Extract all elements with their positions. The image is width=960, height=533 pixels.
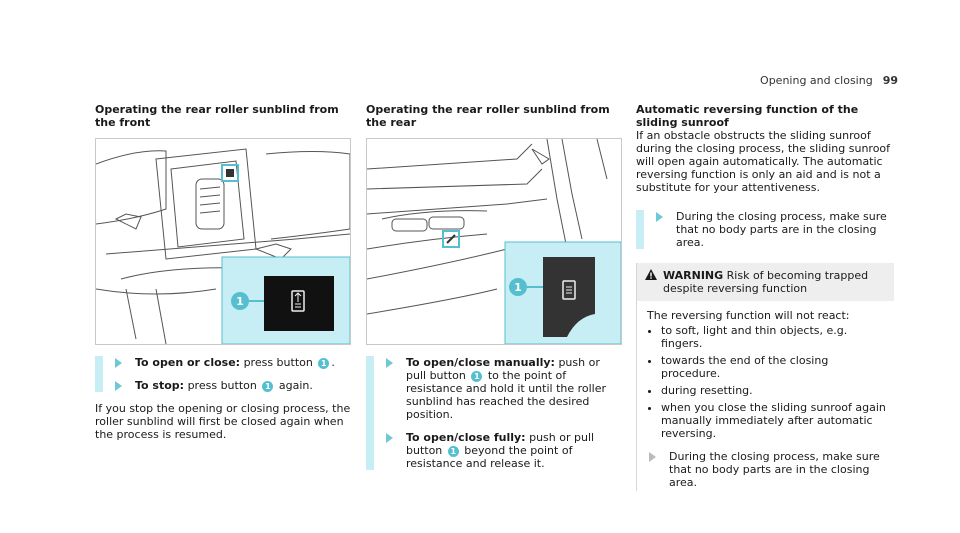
step-text: press button <box>187 379 257 392</box>
warning-body: The reversing function will not react: t… <box>637 301 894 491</box>
list-item: when you close the sliding sunroof again… <box>661 401 886 440</box>
step-arrow-icon <box>115 381 122 391</box>
warning-triangle-icon <box>645 269 657 280</box>
section-title: Opening and closing <box>760 74 873 87</box>
step-label: To open or close: <box>135 356 241 369</box>
steps-block: During the closing process, make sure th… <box>636 210 894 249</box>
step-text: push or pull button <box>406 356 600 382</box>
step-text-end: to the point of resistance and hold it u… <box>406 369 607 421</box>
list-item: towards the end of the closing procedure… <box>661 354 886 380</box>
front-console-drawing: 1 <box>96 148 350 344</box>
button-1-badge: 1 <box>447 446 459 457</box>
step-arrow-icon <box>386 433 393 443</box>
step-stop: To stop: press button 1 again. <box>113 379 351 392</box>
column-reversing: Automatic reversing function of the slid… <box>636 103 894 491</box>
illustration-rear-control: 1 <box>366 138 622 345</box>
step-arrow-icon <box>649 452 656 462</box>
note-text: If you stop the opening or closing proce… <box>95 402 351 441</box>
list-item: during resetting. <box>661 384 886 397</box>
step-arrow-icon <box>656 212 663 222</box>
warning-step: During the closing process, make sure th… <box>647 450 886 489</box>
callout-number: 1 <box>236 295 244 308</box>
step-text-end: again. <box>278 379 313 392</box>
step-manual: To open/close manually: push or pull but… <box>384 356 622 421</box>
section-heading: Operating the rear roller sunblind from … <box>95 103 339 129</box>
section-heading: Operating the rear roller sunblind from … <box>366 103 610 129</box>
step-fully: To open/close fully: push or pull button… <box>384 431 622 470</box>
warning-lead: The reversing function will not react: <box>647 309 850 322</box>
step-label: To open/close fully: <box>406 431 526 444</box>
warning-label: WARNING <box>663 269 724 282</box>
column-rear: Operating the rear roller sunblind from … <box>366 103 622 480</box>
step-label: To stop: <box>135 379 185 392</box>
button-1-badge: 1 <box>471 371 483 382</box>
step-arrow-icon <box>386 358 393 368</box>
intro-text: If an obstacle obstructs the sliding sun… <box>636 129 891 194</box>
step-text: push or pull button <box>406 431 595 457</box>
callout-number: 1 <box>514 281 522 294</box>
warning-title: Risk of becoming trapped despite reversi… <box>663 269 869 295</box>
step-text: During the closing process, make sure th… <box>676 210 887 249</box>
column-front: Operating the rear roller sunblind from … <box>95 103 351 441</box>
page-header: Opening and closing 99 <box>760 74 898 87</box>
step-closing-area: During the closing process, make sure th… <box>654 210 894 249</box>
warning-header: WARNING Risk of becoming trapped despite… <box>637 263 894 301</box>
step-label: To open/close manually: <box>406 356 555 369</box>
button-1-badge: 1 <box>262 381 274 392</box>
warning-list: to soft, light and thin objects, e.g. fi… <box>647 324 886 440</box>
illustration-front-control: 1 <box>95 138 351 345</box>
step-arrow-icon <box>115 358 122 368</box>
step-text-end: beyond the point of resistance and relea… <box>406 444 573 470</box>
step-text: During the closing process, make sure th… <box>669 450 880 489</box>
steps-block: To open/close manually: push or pull but… <box>366 356 622 470</box>
section-heading: Automatic reversing function of the slid… <box>636 103 859 129</box>
step-text: press button <box>243 356 313 369</box>
rear-door-drawing: 1 <box>367 139 621 344</box>
page-number: 99 <box>882 74 898 87</box>
button-1-badge: 1 <box>318 358 330 369</box>
step-open-close: To open or close: press button 1. <box>113 356 351 369</box>
warning-box: WARNING Risk of becoming trapped despite… <box>636 263 894 491</box>
list-item: to soft, light and thin objects, e.g. fi… <box>661 324 886 350</box>
steps-block: To open or close: press button 1. To sto… <box>95 356 351 392</box>
step-text-end: . <box>331 356 335 369</box>
